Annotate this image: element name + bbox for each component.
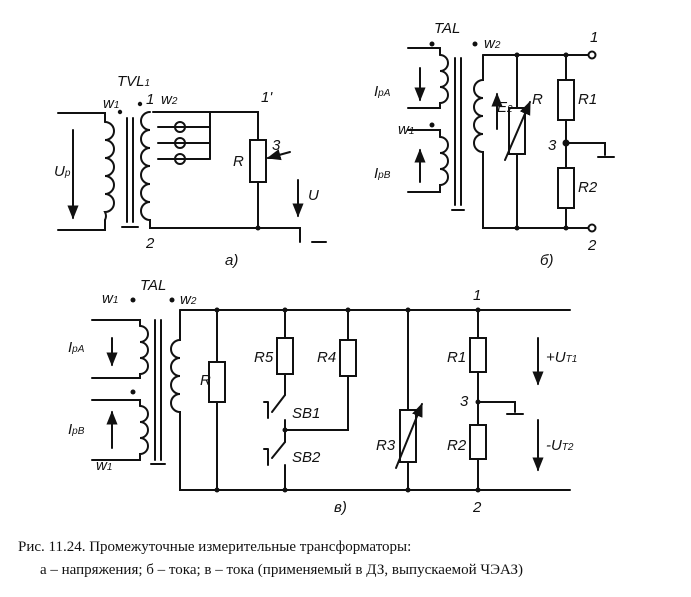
- r4-label: R4: [317, 349, 336, 366]
- resistor-r-a: [249, 139, 267, 183]
- circuit-diagram: w1 TVL1 1 w2 1' Up R 3 U 2 а) TAL w2 IpA…: [54, 20, 615, 516]
- node-2-v: 2: [472, 499, 482, 516]
- emf-b: E: [497, 99, 508, 116]
- svg-text:IpA: IpA: [68, 339, 85, 356]
- terminal-1prime: 1': [261, 89, 273, 106]
- transformer-a: TVL: [117, 73, 145, 90]
- svg-text:w1: w1: [102, 290, 118, 307]
- r2-v-label: R2: [447, 437, 467, 454]
- caption-line-2: а – напряжения; б – тока; в – тока (прим…: [40, 562, 523, 578]
- r1-v-label: R1: [447, 349, 466, 366]
- terminal-1-b: 1: [590, 29, 598, 46]
- r3-label: R3: [376, 437, 396, 454]
- input-voltage-a: U: [54, 163, 65, 180]
- terminal-2-b: 2: [587, 237, 597, 254]
- w1-a: w: [103, 95, 115, 112]
- label-b: б): [540, 252, 553, 269]
- resistor-r1-v: [469, 337, 487, 373]
- primary-coil-v-top: [91, 325, 149, 379]
- primary-coil-v-bottom: [91, 405, 149, 461]
- caption-line-1: Рис. 11.24. Промежуточные измерительные …: [18, 539, 412, 555]
- svg-text:+UT1: +UT1: [546, 349, 577, 366]
- terminal-2-a: 2: [145, 235, 155, 252]
- node-3-b: 3: [548, 137, 557, 154]
- secondary-coil-a: [140, 111, 259, 229]
- tap-1-label: 1: [146, 91, 154, 108]
- r1-b-label: R1: [578, 91, 597, 108]
- w2-a: w: [161, 91, 173, 108]
- sb2-label: SB2: [292, 449, 321, 466]
- w1-b: w: [398, 121, 410, 138]
- svg-text:w1: w1: [96, 457, 112, 474]
- svg-text:w2: w2: [484, 35, 501, 52]
- resistor-r1-b: [557, 79, 575, 121]
- primary-coil-b-top: [407, 54, 449, 109]
- w1-v-top: w: [102, 290, 114, 307]
- r2-b-label: R2: [578, 179, 598, 196]
- svg-text:IpB: IpB: [68, 421, 85, 438]
- svg-text:w1: w1: [103, 95, 119, 112]
- svg-text:-UT2: -UT2: [546, 437, 574, 454]
- node-1-v: 1: [473, 287, 481, 304]
- resistor-r-a-label: R: [233, 153, 244, 170]
- node-3-v: 3: [460, 393, 469, 410]
- svg-text:IpB: IpB: [374, 165, 391, 182]
- resistor-r2-v: [469, 424, 487, 460]
- diagram-a: [57, 111, 327, 243]
- resistor-r-v-label: R: [200, 372, 211, 389]
- svg-text:IpA: IpA: [374, 83, 391, 100]
- svg-text:TVL1: TVL1: [117, 73, 150, 90]
- label-v: в): [334, 499, 347, 516]
- voltage-t2: -U: [546, 437, 562, 454]
- resistor-r-v: [208, 361, 226, 403]
- svg-text:w1: w1: [398, 121, 414, 138]
- w1-v-bottom: w: [96, 457, 108, 474]
- resistor-r-b-label: R: [532, 91, 543, 108]
- primary-coil-a: [103, 121, 115, 221]
- sb1-label: SB1: [292, 405, 320, 422]
- diagram-v: [91, 309, 571, 491]
- w2-v: w: [180, 291, 192, 308]
- wiper-3-label: 3: [272, 137, 281, 154]
- output-voltage-a: U: [308, 187, 319, 204]
- current-a-b: I: [374, 83, 378, 100]
- svg-text:Up: Up: [54, 163, 71, 180]
- svg-text:w2: w2: [161, 91, 178, 108]
- w2-b: w: [484, 35, 496, 52]
- resistor-r4: [339, 339, 357, 377]
- figure-caption: Рис. 11.24. Промежуточные измерительные …: [18, 536, 688, 582]
- svg-text:w2: w2: [180, 291, 197, 308]
- current-a-v: I: [68, 339, 72, 356]
- label-a: а): [225, 252, 238, 269]
- resistor-r2-b: [557, 167, 575, 209]
- diagram-b: [407, 47, 615, 229]
- transformer-v: TAL: [140, 277, 166, 294]
- current-b-v: I: [68, 421, 72, 438]
- r5-label: R5: [254, 349, 274, 366]
- svg-text:E2: E2: [497, 99, 513, 116]
- transformer-b: TAL: [434, 20, 460, 37]
- primary-coil-b-bottom: [407, 136, 449, 193]
- current-b-b: I: [374, 165, 378, 182]
- voltage-t1: +U: [546, 349, 566, 366]
- resistor-r5: [276, 337, 294, 375]
